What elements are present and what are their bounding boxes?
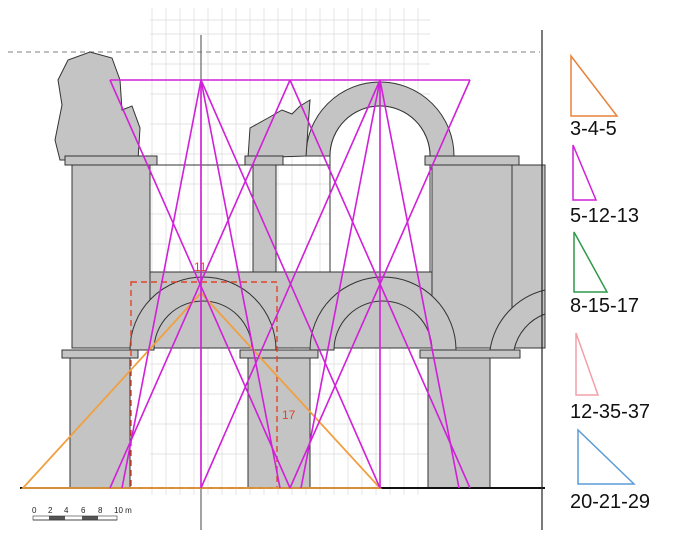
magenta-construction bbox=[109, 79, 471, 489]
right-triangle-3-4-5-icon bbox=[570, 53, 619, 117]
legend-label-12-35-37: 12-35-37 bbox=[570, 401, 651, 423]
scale-tick-label: 0 bbox=[32, 506, 37, 515]
annotation-label-17: 17 bbox=[282, 408, 296, 422]
lower-pier bbox=[69, 357, 131, 489]
lower-capital bbox=[419, 349, 521, 359]
ruined-fragment bbox=[247, 99, 311, 159]
lower-capital bbox=[239, 349, 319, 359]
scale-tick-label: 6 bbox=[81, 506, 86, 515]
scale-bar: 0 2 4 6 8 10 m bbox=[32, 506, 132, 521]
right-triangle-12-35-37-icon bbox=[575, 332, 600, 396]
lower-arch bbox=[309, 276, 457, 351]
scale-tick-label: 10 m bbox=[114, 506, 132, 515]
right-triangle-8-15-17-icon bbox=[573, 231, 609, 293]
upper-capital bbox=[64, 155, 158, 166]
upper-pier bbox=[252, 164, 277, 273]
right-triangle-5-12-13-icon bbox=[572, 144, 598, 201]
upper-capital bbox=[244, 155, 284, 166]
legend-label-20-21-29: 20-21-29 bbox=[570, 491, 651, 513]
legend-label-3-4-5: 3-4-5 bbox=[570, 118, 617, 140]
right-triangle-20-21-29-icon bbox=[577, 428, 636, 485]
scale-tick-label: 2 bbox=[48, 506, 53, 515]
legend-label-5-12-13: 5-12-13 bbox=[570, 205, 639, 227]
lower-capital bbox=[61, 349, 139, 359]
scale-tick-label: 8 bbox=[98, 506, 103, 515]
ruined-fragment bbox=[54, 51, 141, 161]
legend-label-8-15-17: 8-15-17 bbox=[570, 295, 639, 317]
lower-arch bbox=[489, 289, 546, 351]
scale-tick-label: 4 bbox=[64, 506, 69, 515]
annotation-label-11: 11 bbox=[194, 260, 207, 274]
upper-capital bbox=[424, 155, 520, 166]
